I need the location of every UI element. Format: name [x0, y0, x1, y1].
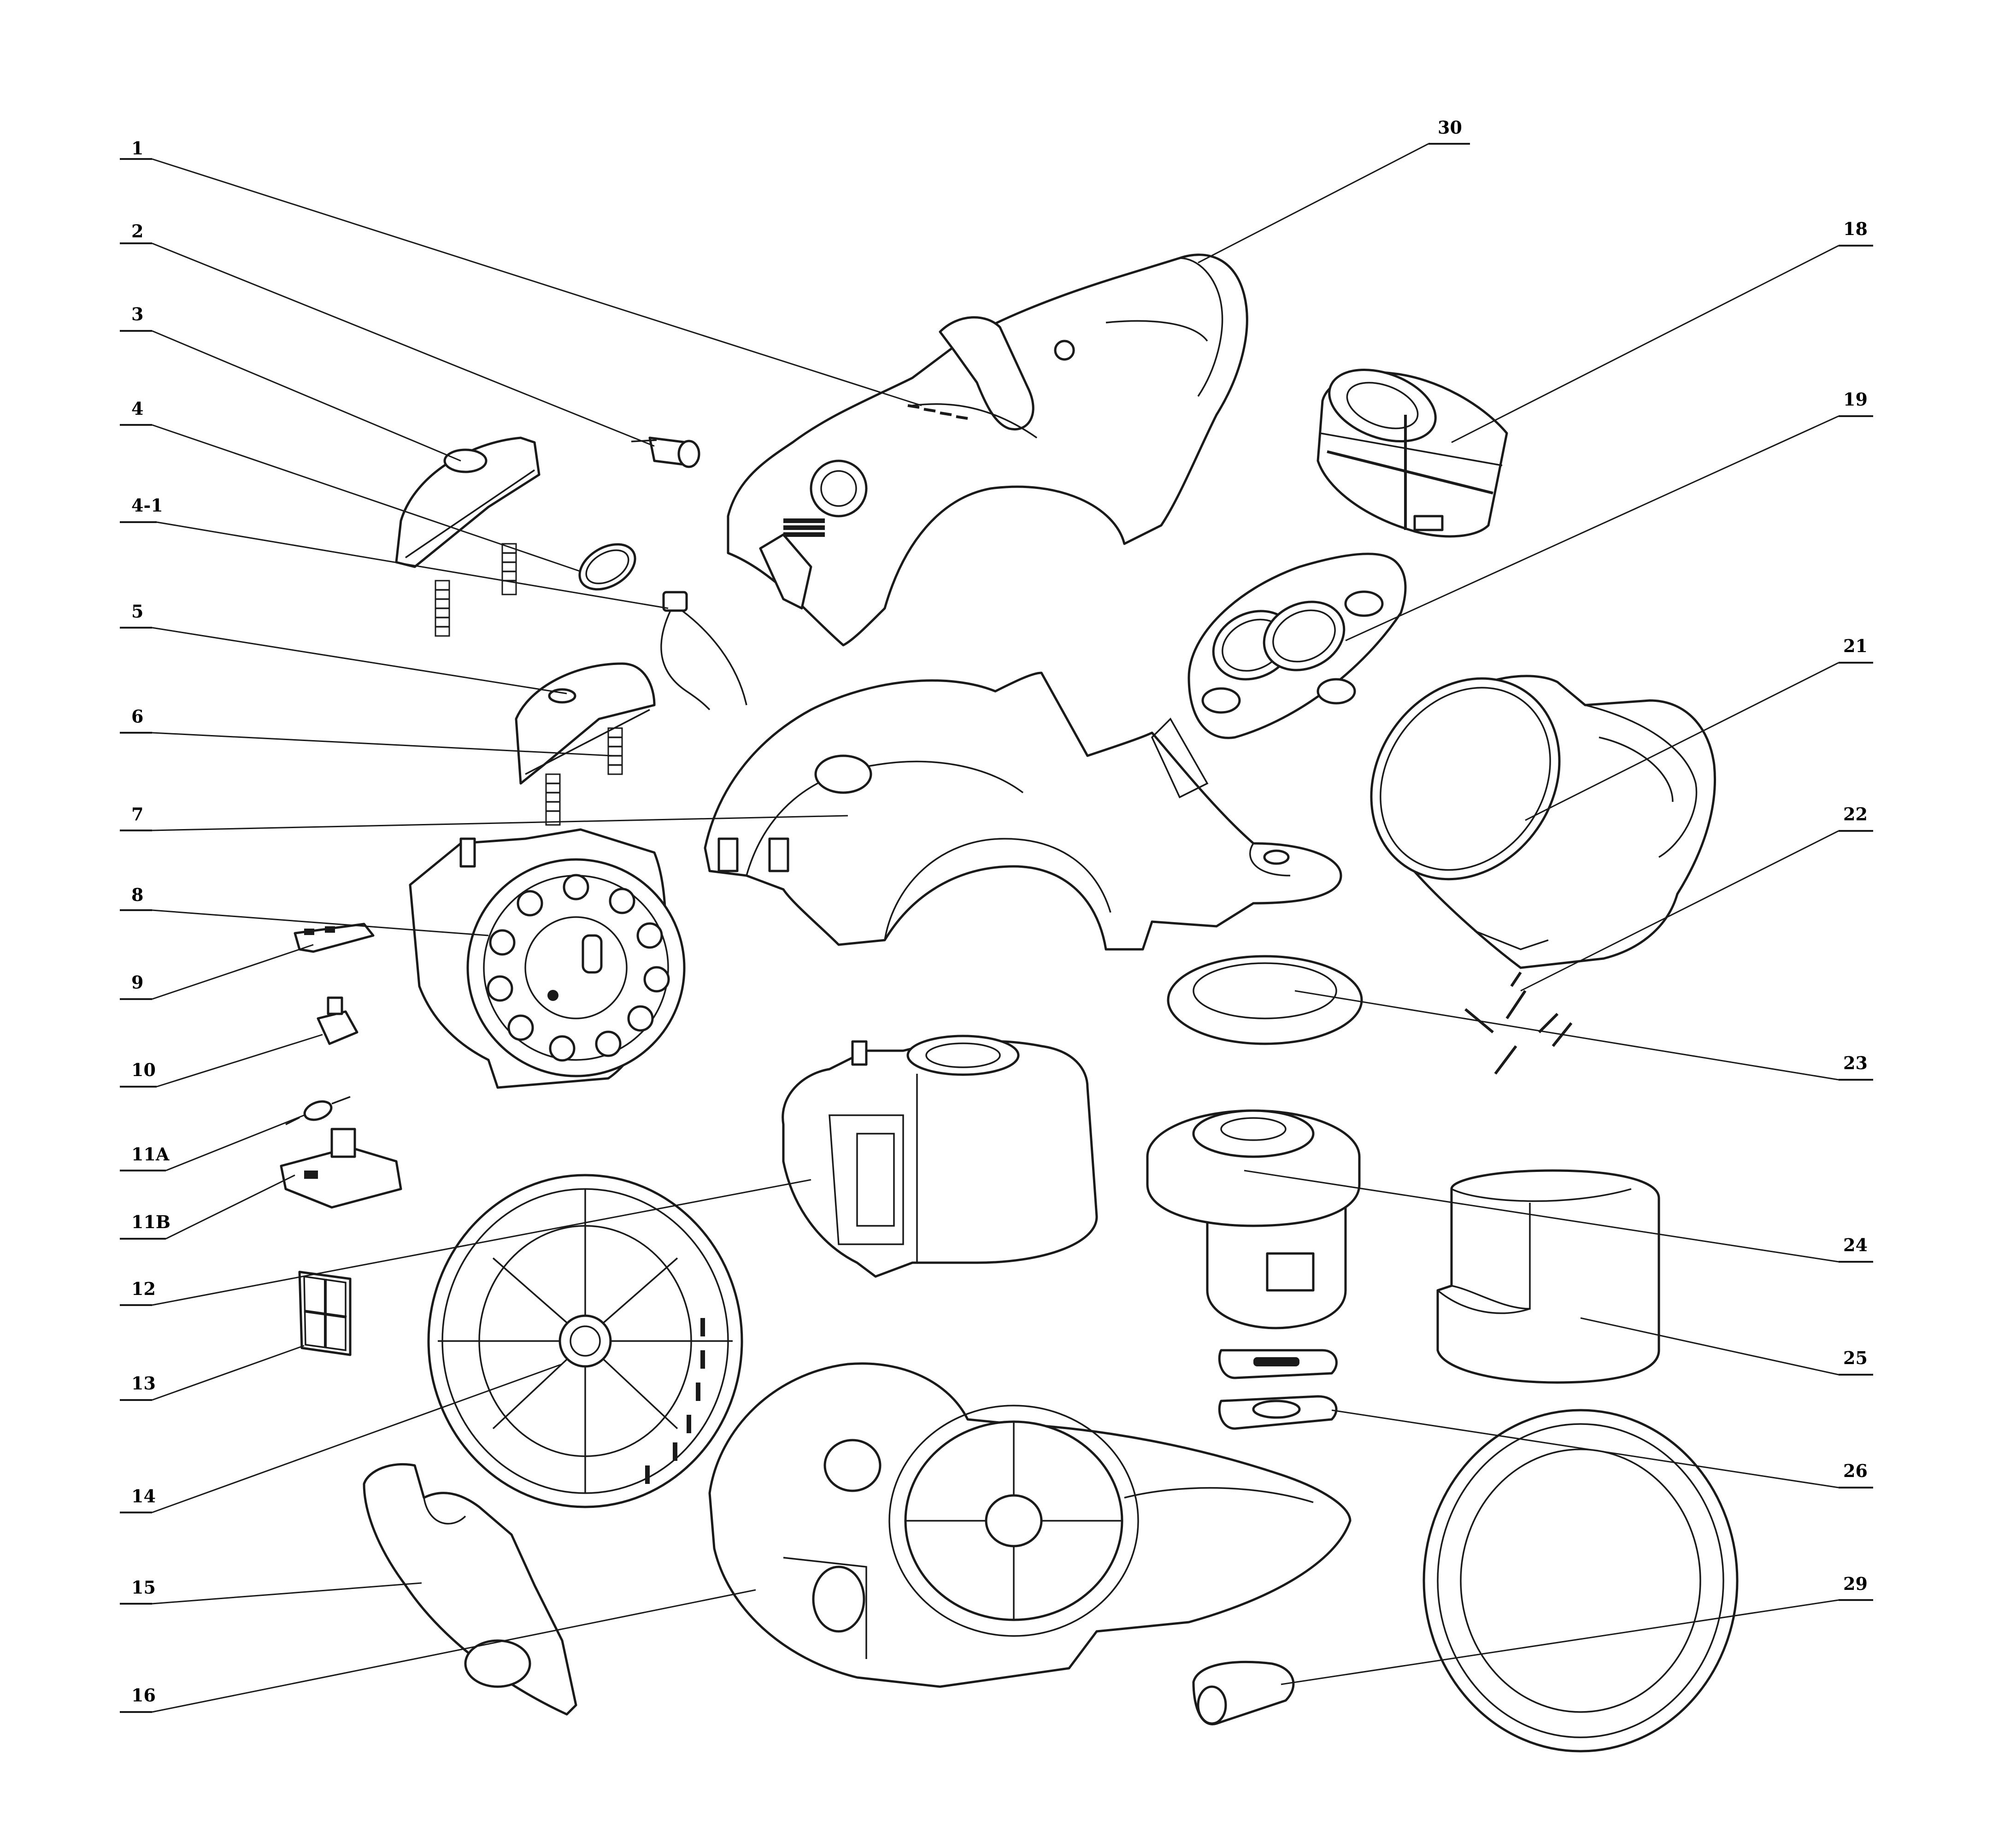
part-11b-circuit-board [280, 1128, 402, 1209]
part-30-ridges [907, 404, 968, 420]
callout-29: 29 [1281, 1573, 1873, 1685]
part-26-seals [1218, 1349, 1338, 1430]
part-13-grille-filter [298, 1271, 352, 1356]
part-15-side-cover [363, 1463, 577, 1716]
part-23-ring-gasket [1167, 955, 1363, 1045]
part-12-motor-housing [782, 1035, 1098, 1278]
part-11a-capacitor [285, 1096, 351, 1125]
callout-8-label: 8 [131, 884, 143, 905]
callout-6: 6 [120, 706, 613, 757]
callout-19: 19 [1345, 389, 1873, 641]
callout-11b: 11B [120, 1174, 295, 1240]
callout-5-label: 5 [131, 601, 143, 622]
callout-23-label: 23 [1843, 1053, 1868, 1073]
callout-14: 14 [120, 1363, 563, 1513]
callout-13: 13 [120, 1345, 305, 1401]
part-22-screws [1464, 971, 1573, 1075]
callout-30: 30 [1198, 117, 1470, 264]
callout-18: 18 [1451, 218, 1873, 443]
callout-5: 5 [120, 601, 567, 694]
part-9-terminal-block [294, 923, 375, 953]
callout-29-label: 29 [1843, 1573, 1868, 1594]
callout-11a: 11A [120, 1114, 305, 1171]
callout-12-label: 12 [131, 1278, 156, 1299]
part-14-spokes [438, 1189, 733, 1493]
callout-13-label: 13 [131, 1373, 156, 1394]
callout-25: 25 [1580, 1317, 1873, 1376]
callout-21-label: 21 [1843, 635, 1868, 656]
part-7-upper-housing [704, 671, 1342, 951]
callout-12: 12 [120, 1179, 811, 1306]
callout-1-label: 1 [131, 138, 143, 159]
callout-26-label: 26 [1843, 1460, 1868, 1481]
callout-4: 4 [120, 398, 581, 572]
callout-3-label: 3 [131, 304, 143, 324]
part-3-lid-cover [395, 436, 541, 568]
callout-22-label: 22 [1843, 804, 1868, 824]
callout-11a-label: 11A [131, 1144, 170, 1165]
callout-23: 23 [1294, 990, 1873, 1081]
callout-3: 3 [120, 304, 461, 462]
callout-15: 15 [120, 1577, 422, 1605]
part-5-small-cover [515, 662, 656, 785]
part-4-oval-seal [578, 543, 636, 591]
callout-2-label: 2 [131, 221, 143, 241]
callout-4-1: 4-1 [120, 495, 669, 609]
callout-22: 22 [1520, 804, 1873, 992]
callout-1: 1 [120, 138, 922, 406]
callout-21: 21 [1525, 635, 1873, 821]
callout-16-label: 16 [131, 1685, 156, 1706]
callout-25-label: 25 [1843, 1347, 1868, 1368]
part-2-button [631, 436, 700, 468]
part-29-caster [1192, 1660, 1295, 1725]
part-8-holes [487, 874, 670, 1062]
part-30-spring [783, 518, 825, 537]
part-21-dust-cup [1370, 675, 1716, 969]
part-4-1-switch-wires [660, 591, 747, 711]
part-30-handle-cover [727, 253, 1248, 647]
callout-30-label: 30 [1438, 117, 1462, 138]
callout-4-label: 4 [131, 398, 143, 419]
callout-10-label: 10 [131, 1059, 156, 1080]
callout-15-label: 15 [131, 1577, 156, 1598]
callout-11b-label: 11B [131, 1212, 170, 1232]
part-18-cylinder-filter [1317, 368, 1508, 538]
large-ring-gasket [1422, 1409, 1739, 1753]
part-8-cable-reel [409, 828, 686, 1089]
callout-7: 7 [120, 804, 848, 831]
callout-24: 24 [1244, 1170, 1873, 1263]
callout-18-label: 18 [1843, 218, 1868, 239]
callout-6-label: 6 [131, 706, 143, 727]
part-25-cyclone [1436, 1169, 1660, 1384]
callout-19-label: 19 [1843, 389, 1868, 410]
callout-10: 10 [120, 1034, 323, 1088]
callout-9: 9 [120, 944, 314, 1000]
part-24-motor [1146, 1109, 1361, 1330]
part-14-rear-grille [427, 1174, 743, 1508]
part-14-slots [645, 1318, 705, 1484]
spring-coils [435, 552, 622, 812]
callout-24-label: 24 [1843, 1235, 1868, 1255]
callout-4-1-label: 4-1 [131, 495, 163, 516]
part-10-switch [317, 996, 359, 1045]
part-16-base-shell [708, 1362, 1352, 1688]
callout-26: 26 [1331, 1409, 1873, 1489]
callout-2: 2 [120, 221, 655, 447]
callout-8: 8 [120, 884, 489, 936]
callout-7-label: 7 [131, 804, 143, 824]
callout-9-label: 9 [131, 972, 143, 993]
springs [435, 543, 623, 826]
callout-16: 16 [120, 1589, 756, 1713]
callout-14-label: 14 [131, 1486, 156, 1506]
part-19-filter-plate [1187, 553, 1407, 739]
